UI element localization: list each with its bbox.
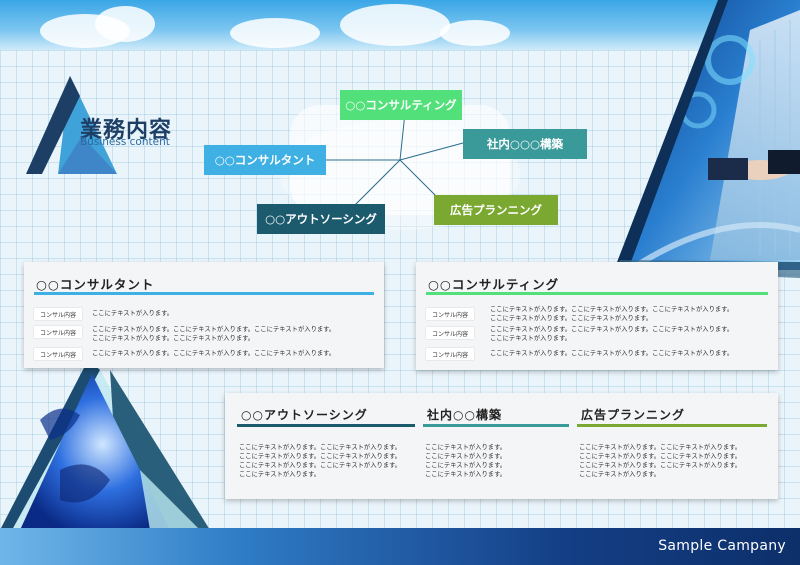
- row-text: ここにテキストが入ります。ここにテキストが入ります。ここにテキストが入ります。 …: [92, 326, 336, 342]
- sky-banner: [0, 0, 800, 50]
- card-consultant: ○○コンサルタント コンサル内容 ここにテキストが入ります。 コンサル内容 ここ…: [24, 262, 384, 368]
- card-title: ○○コンサルティング: [428, 277, 560, 292]
- diagram-label-internal: 社内○○○構築: [463, 129, 587, 159]
- column-title-internal: 社内○○構築: [427, 408, 502, 422]
- column-text: ここにテキストが入ります。ここにテキストが入ります。 ここにテキストが入ります。…: [579, 444, 742, 478]
- row-tag: コンサル内容: [426, 327, 474, 339]
- row-tag: コンサル内容: [34, 308, 82, 320]
- row-text: ここにテキストが入ります。ここにテキストが入ります。ここにテキストが入ります。 …: [490, 306, 734, 322]
- diagram-label-ad: 広告プランニング: [434, 195, 558, 225]
- row-tag: コンサル内容: [34, 326, 82, 338]
- card-title: ○○コンサルタント: [36, 277, 155, 292]
- row-tag: コンサル内容: [426, 308, 474, 320]
- cloud-decoration: [340, 4, 450, 46]
- column-text: ここにテキストが入ります。 ここにテキストが入ります。 ここにテキストが入ります…: [425, 444, 507, 478]
- diagram-label-consulting: ○○コンサルティング: [340, 90, 462, 120]
- row-tag: コンサル内容: [426, 348, 474, 360]
- column-divider: [423, 424, 569, 427]
- page-title: 業務内容: [80, 118, 173, 143]
- column-divider: [237, 424, 415, 427]
- company-name: Sample Campany: [658, 538, 786, 554]
- row-tag: コンサル内容: [34, 348, 82, 360]
- card-divider: [34, 292, 374, 295]
- row-text: ここにテキストが入ります。ここにテキストが入ります。ここにテキストが入ります。 …: [490, 326, 734, 342]
- diagram-label-outsourcing: ○○アウトソーシング: [257, 204, 385, 234]
- cloud-decoration: [95, 6, 155, 42]
- row-text: ここにテキストが入ります。ここにテキストが入ります。ここにテキストが入ります。: [92, 350, 336, 357]
- column-divider: [577, 424, 767, 427]
- row-text: ここにテキストが入ります。ここにテキストが入ります。ここにテキストが入ります。: [490, 350, 734, 357]
- title-triangle-logo: [26, 76, 117, 174]
- footer-bar: [0, 528, 800, 565]
- cloud-decoration: [440, 20, 510, 46]
- row-text: ここにテキストが入ります。: [92, 310, 174, 317]
- column-title-ad: 広告プランニング: [581, 408, 686, 422]
- column-text: ここにテキストが入ります。ここにテキストが入ります。 ここにテキストが入ります。…: [239, 444, 402, 478]
- card-divider: [426, 292, 768, 295]
- business-photo-decoration: [610, 0, 800, 278]
- cloud-decoration: [230, 18, 320, 48]
- globe-decoration: [0, 360, 210, 530]
- service-diagram: ○○コンサルティング 社内○○○構築 広告プランニング ○○アウトソーシング ○…: [195, 85, 595, 240]
- card-consulting: ○○コンサルティング コンサル内容 ここにテキストが入ります。ここにテキストが入…: [416, 262, 778, 370]
- column-title-outsourcing: ○○アウトソーシング: [241, 408, 368, 422]
- diagram-label-consultant: ○○コンサルタント: [204, 145, 326, 175]
- page-subtitle: Business content: [80, 136, 170, 148]
- card-services: ○○アウトソーシング ここにテキストが入ります。ここにテキストが入ります。 ここ…: [225, 393, 778, 499]
